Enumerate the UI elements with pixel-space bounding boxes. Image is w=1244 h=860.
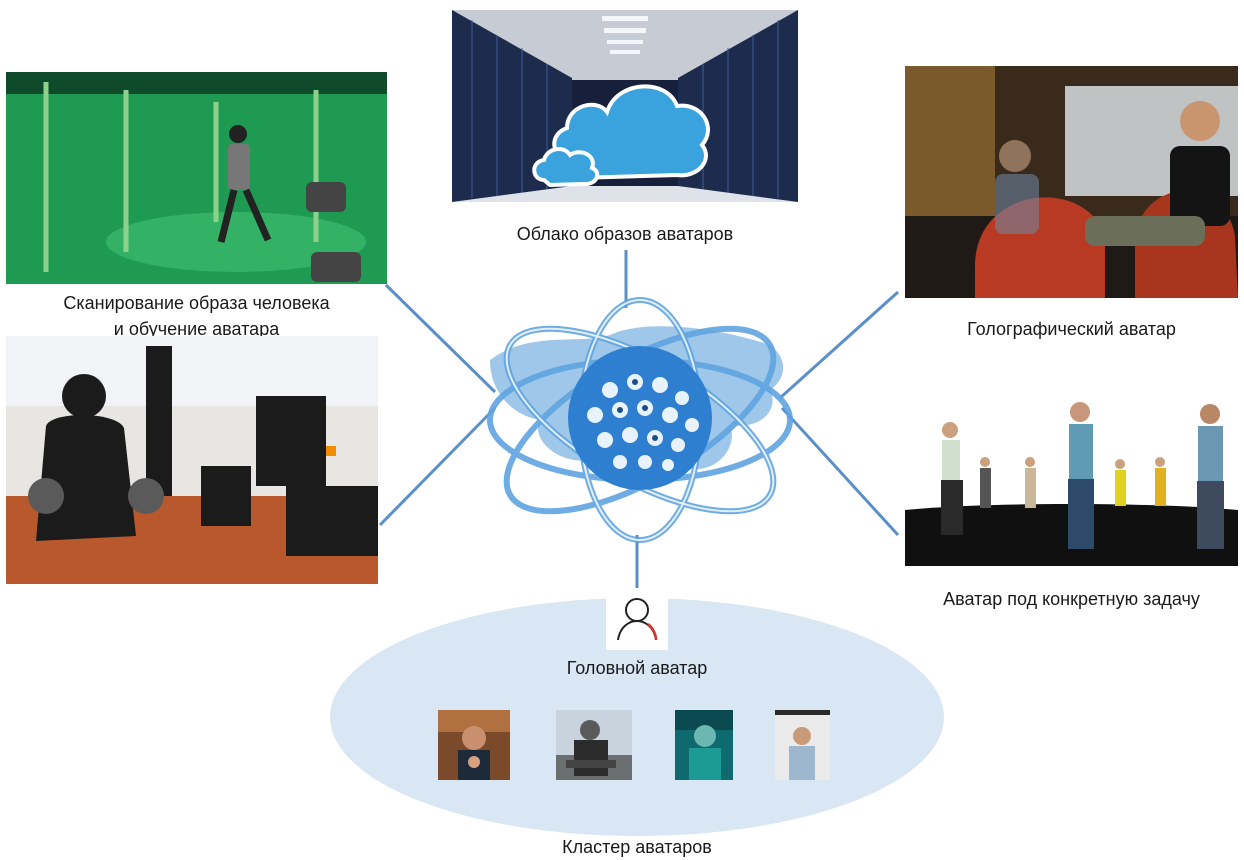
connector-scan <box>384 283 497 394</box>
head-caption: Головной аватар <box>566 658 708 678</box>
globe-network-icon <box>487 297 793 543</box>
connector-holo <box>778 290 900 400</box>
cloud-caption: Облако образов аватаров <box>516 224 734 244</box>
operator-rig-image <box>6 336 378 584</box>
scan-caption: Сканирование образа человека и обучение … <box>6 290 387 342</box>
cloud-datacenter-icon <box>452 10 798 202</box>
task-caption: Аватар под конкретную задачу <box>943 589 1200 609</box>
holo-avatar-image <box>905 66 1238 298</box>
holo-caption: Голографический аватар <box>967 319 1176 339</box>
head-avatar-node <box>606 588 668 650</box>
scan-caption-line1: Сканирование образа человека <box>63 293 330 313</box>
scan-studio-image <box>6 72 387 284</box>
task-avatar-image <box>905 392 1238 566</box>
connector-task <box>780 406 900 537</box>
cluster-thumbnail <box>775 710 830 780</box>
cloud-datacenter-image <box>452 10 798 202</box>
cluster-thumbnail <box>438 710 510 780</box>
cluster-thumbnail <box>675 710 733 780</box>
connector-motion <box>378 406 497 527</box>
user-avatar-icon <box>617 598 658 641</box>
cluster-caption: Кластер аватаров <box>562 837 712 857</box>
scan-caption-line2: и обучение аватара <box>113 319 280 339</box>
cluster-thumbnail <box>556 710 632 780</box>
